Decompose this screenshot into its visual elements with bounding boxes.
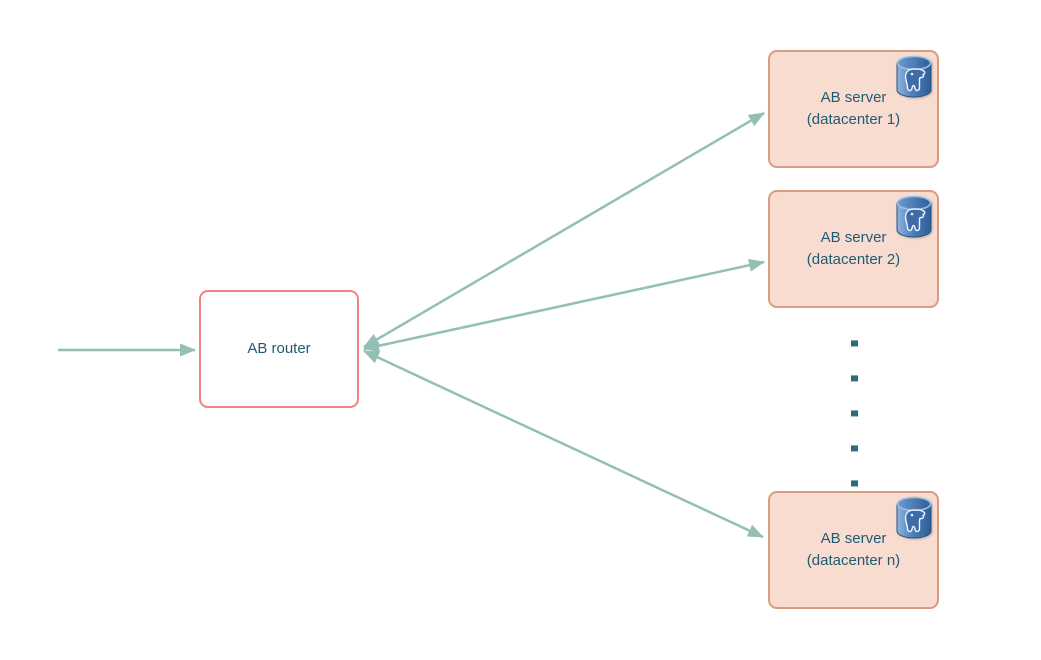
arrow-router-to-server1 xyxy=(363,111,765,349)
server-node-datacenter-2[interactable]: AB server (datacenter 2) xyxy=(768,190,939,308)
ellipsis-dot xyxy=(851,480,858,487)
arrow-router-to-servern xyxy=(363,349,764,539)
server-label-line1: AB server xyxy=(820,530,887,547)
ellipsis-dot xyxy=(851,445,858,452)
ellipsis-dot xyxy=(851,340,858,347)
postgres-elephant-glyph xyxy=(904,509,926,533)
server-label: AB server (datacenter n) xyxy=(807,528,900,572)
server-label-line1: AB server xyxy=(820,89,887,106)
ellipsis-dot xyxy=(851,375,858,382)
server-label-line1: AB server xyxy=(820,229,887,246)
server-label: AB server (datacenter 1) xyxy=(807,87,900,131)
ellipsis-dot xyxy=(851,410,858,417)
postgres-elephant-glyph xyxy=(904,68,926,92)
arrow-router-to-server2 xyxy=(363,258,765,353)
postgres-elephant-glyph xyxy=(904,208,926,232)
server-label-line2: (datacenter 1) xyxy=(806,111,901,128)
router-node[interactable]: AB router xyxy=(199,290,359,408)
server-node-datacenter-1[interactable]: AB server (datacenter 1) xyxy=(768,50,939,168)
postgresql-database-icon xyxy=(896,55,932,98)
postgresql-database-icon xyxy=(896,496,932,539)
server-node-datacenter-n[interactable]: AB server (datacenter n) xyxy=(768,491,939,609)
server-label-line2: (datacenter 2) xyxy=(806,251,901,268)
postgresql-database-icon xyxy=(896,195,932,238)
server-label-line2: (datacenter n) xyxy=(806,552,901,569)
router-label: AB router xyxy=(247,340,311,357)
server-label: AB server (datacenter 2) xyxy=(807,227,900,271)
